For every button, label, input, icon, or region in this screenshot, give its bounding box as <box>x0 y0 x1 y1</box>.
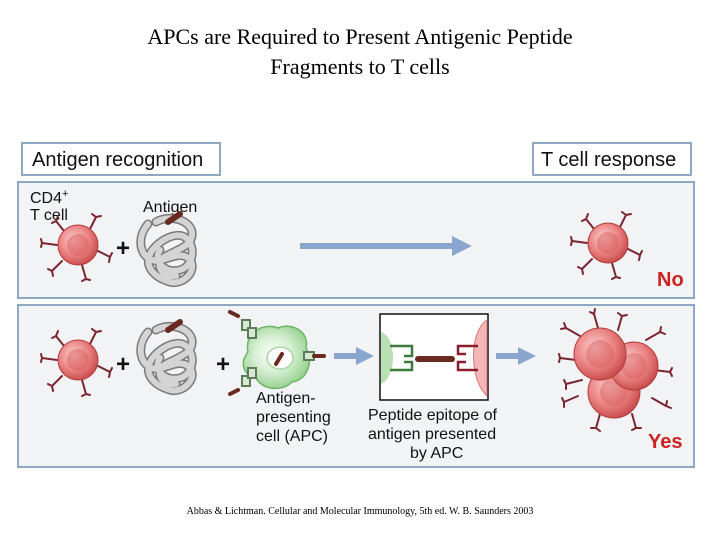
result-yes: Yes <box>648 431 682 453</box>
unactivated-t-cell-icon <box>570 211 643 280</box>
epitope-label-line3: by APC <box>410 445 463 462</box>
apc-icon <box>228 310 326 396</box>
header-antigen-recognition: Antigen recognition <box>21 142 221 176</box>
slide-title-line1: APCs are Required to Present Antigenic P… <box>147 24 573 49</box>
apc-label: Antigen- presenting cell (APC) <box>256 390 331 445</box>
row2-arrow-2 <box>496 347 536 365</box>
slide-title-line2: Fragments to T cells <box>270 54 450 79</box>
apc-label-line3: cell (APC) <box>256 428 328 445</box>
peptide-epitope-inset <box>379 313 489 401</box>
epitope-label-line1: Peptide epitope of <box>368 407 498 424</box>
apc-label-line2: presenting <box>256 409 331 426</box>
apc-label-line1: Antigen- <box>256 390 316 407</box>
row1-panel <box>17 181 695 299</box>
header-t-cell-response: T cell response <box>532 142 692 176</box>
row2-plus-1: + <box>116 351 130 378</box>
result-no: No <box>657 269 684 291</box>
row2-panel <box>17 304 695 468</box>
header-left-label: Antigen recognition <box>32 149 203 171</box>
row1-cd4-label: CD4+ T cell <box>30 188 68 224</box>
tcell-label: T cell <box>30 207 68 224</box>
antigen-label: Antigen <box>143 199 197 216</box>
antigen-protein-icon <box>136 211 197 288</box>
cd4-label: CD4+ <box>30 188 68 207</box>
row2-antigen-protein-icon <box>136 319 197 396</box>
row2-arrow-1 <box>334 347 374 365</box>
row1-arrow <box>300 236 472 256</box>
epitope-label: Peptide epitope of antigen presented by … <box>368 407 498 462</box>
t-cell-icon <box>40 213 113 282</box>
row2-t-cell-icon <box>40 328 113 397</box>
citation: Abbas & Lichtman. Cellular and Molecular… <box>186 506 534 517</box>
header-right-label: T cell response <box>541 149 676 171</box>
proliferating-t-cells-icon <box>558 308 673 432</box>
epitope-label-line2: antigen presented <box>368 426 496 443</box>
row2-plus-2: + <box>216 351 230 378</box>
slide-title: APCs are Required to Present Antigenic P… <box>60 22 660 82</box>
row1-plus: + <box>116 235 130 262</box>
